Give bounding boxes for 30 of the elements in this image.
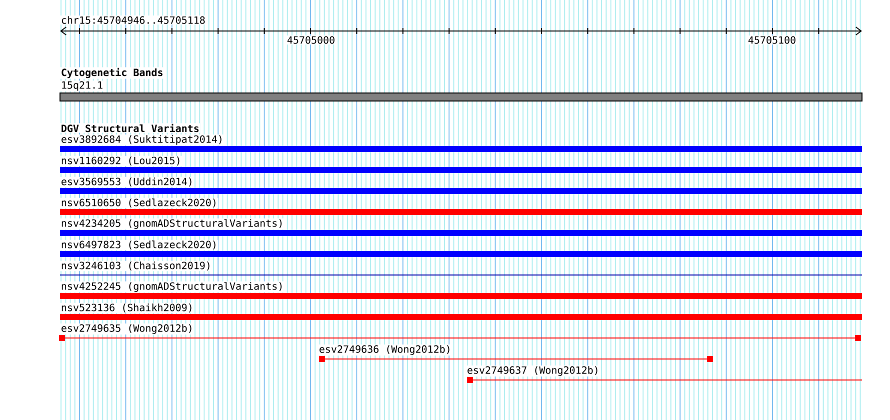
node-label: 15q21.1: [62, 81, 102, 91]
variant-track: nsv6510650 (Sedlazeck2020): [60, 198, 862, 215]
cytoband-track: 15q21.1: [60, 80, 862, 102]
variant-track: esv2749636 (Wong2012b): [318, 344, 713, 362]
node-label: nsv4252245 (gnomADStructuralVariants): [62, 282, 282, 292]
variant-track: esv3892684 (Suktitipat2014): [60, 134, 862, 152]
track-heading: DGV Structural Variants: [60, 123, 200, 133]
variant-track: nsv523136 (Shaikh2009): [60, 302, 862, 320]
node-label: nsv523136 (Shaikh2009): [62, 304, 192, 312]
node-label: nsv4234205 (gnomADStructuralVariants): [62, 219, 282, 229]
variant-track: nsv1160292 (Lou2015): [60, 156, 862, 173]
node-label: esv2749637 (Wong2012b): [468, 366, 598, 376]
tick-label: 45705000: [286, 36, 336, 44]
node-label: esv3569553 (Uddin2014): [62, 178, 192, 186]
variant-track: esv2749635 (Wong2012b): [59, 323, 861, 341]
variant-track: nsv4252245 (gnomADStructuralVariants): [60, 281, 862, 299]
variant-track: nsv4234205 (gnomADStructuralVariants): [60, 218, 862, 236]
node-label: nsv6497823 (Sedlazeck2020): [62, 240, 216, 250]
node-label: nsv1160292 (Lou2015): [62, 156, 180, 166]
node-label: nsv6510650 (Sedlazeck2020): [62, 198, 216, 208]
tick-label: 45705100: [747, 36, 797, 44]
variant-track: esv2749637 (Wong2012b): [466, 365, 862, 383]
node-label: esv3892684 (Suktitipat2014): [62, 135, 222, 145]
chr-position: chr15:45704946..45705118: [60, 15, 206, 25]
variant-track: nsv6497823 (Sedlazeck2020): [60, 240, 862, 257]
node-label: nsv3246103 (Chaisson2019): [62, 262, 210, 270]
node-label: esv2749636 (Wong2012b): [320, 345, 450, 355]
variant-track: esv3569553 (Uddin2014): [60, 176, 862, 194]
node-label: esv2749635 (Wong2012b): [62, 324, 192, 334]
variant-track: nsv3246103 (Chaisson2019): [60, 260, 862, 276]
